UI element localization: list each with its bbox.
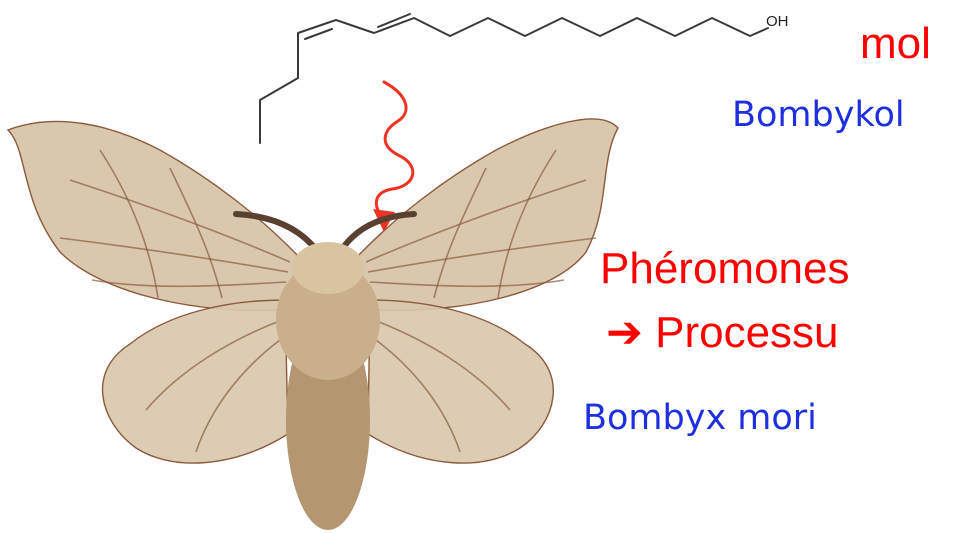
left-forewing <box>6 120 301 312</box>
cis-double-bond <box>304 28 333 40</box>
moth-head <box>292 242 364 294</box>
heading-fragment: mol <box>860 19 931 68</box>
right-hindwing <box>367 299 554 464</box>
left-hindwing <box>101 299 289 464</box>
molecule-name: Bombykol <box>732 95 905 135</box>
moth-thorax <box>276 260 380 380</box>
process-fragment: Processu <box>655 308 839 357</box>
moth-illustration <box>6 118 619 530</box>
process-line: ➔ Processu <box>606 311 839 355</box>
wing-veins <box>59 149 597 453</box>
species-name: Bombyx mori <box>583 398 817 438</box>
bombykol-structure <box>259 13 769 144</box>
right-arrow-icon: ➔ <box>606 308 643 357</box>
trans-double-bond <box>377 13 411 28</box>
carbon-chain <box>259 17 769 144</box>
wavy-arrow-icon <box>373 80 415 232</box>
pheromones-heading: Phéromones <box>600 244 850 293</box>
hydroxyl-label: OH <box>766 13 789 30</box>
